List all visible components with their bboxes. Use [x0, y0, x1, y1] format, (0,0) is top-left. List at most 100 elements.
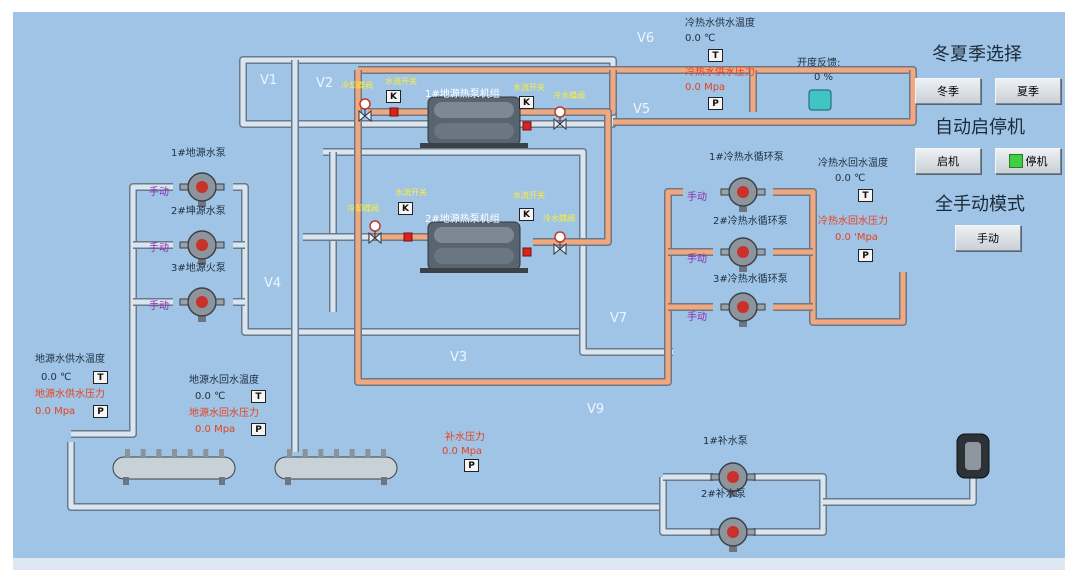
makeup-pump-2-icon	[710, 517, 756, 552]
circ-pump-1-icon-base	[739, 204, 747, 212]
pipe-makeup-lower	[660, 477, 713, 535]
ground-pump-1-icon-base	[198, 199, 206, 207]
pipe-makeup-tank-outline	[823, 472, 977, 506]
circ-pump-2-mode: 手动	[687, 254, 707, 265]
chiller-2-valve-left-icon	[368, 220, 382, 245]
chw-supply-press-sensor[interactable]: P	[708, 97, 723, 110]
start-button[interactable]: 启机	[915, 148, 981, 174]
stop-button[interactable]: 停机	[995, 148, 1061, 174]
chiller-1-flow-sensor-left[interactable]: K	[386, 90, 401, 103]
pipe-label-v5: V5	[633, 102, 651, 117]
chw-return-press-label: 冷热水回水压力	[818, 216, 888, 227]
makeup-press-sensor[interactable]: P	[464, 459, 479, 472]
ground-supply-header-icon-leg-right	[219, 477, 225, 485]
chiller-2-valve-left-label: 冷却蝶阀	[347, 204, 379, 213]
makeup-pump-2-label: 2#补水泵	[701, 489, 746, 500]
season-select-title: 冬夏季选择	[932, 44, 1022, 65]
gw-supply-press-sensor[interactable]: P	[93, 405, 108, 418]
chiller-2-flow-sensor-left[interactable]: K	[398, 202, 413, 215]
summer-button[interactable]: 夏季	[995, 78, 1061, 104]
chiller-2-flow-sensor-right[interactable]: K	[519, 208, 534, 221]
ground-pump-2-icon	[179, 230, 225, 265]
chiller-2-unit	[420, 221, 528, 273]
ground-pump-3-icon-inlet	[179, 298, 189, 306]
circ-pump-3-icon-inlet	[720, 303, 730, 311]
ground-return-header-icon-body	[274, 456, 398, 480]
pipe-v5-link	[533, 109, 611, 245]
pipe-label-v1: V1	[260, 73, 278, 88]
makeup-pump-2-icon-inlet	[710, 528, 720, 536]
gw-return-press-sensor[interactable]: P	[251, 423, 266, 436]
chiller-1-valve-left-icon-actuator	[359, 98, 371, 110]
ground-return-header-icon-nozzle-0	[287, 449, 292, 457]
chiller-1-flow-sensor-right[interactable]: K	[519, 96, 534, 109]
chiller-2-unit-drum-lower	[434, 248, 514, 264]
pipe-label-v9: V9	[587, 402, 605, 417]
ground-pump-3-icon-base	[198, 314, 206, 322]
ground-return-header-icon-nozzle-6	[381, 449, 386, 457]
chiller-1-unit	[420, 96, 528, 148]
gw-return-temp-sensor[interactable]: T	[251, 390, 266, 403]
pipe-ground-supply-header	[71, 184, 173, 437]
chiller-2-flow-switch-left-icon	[403, 232, 413, 242]
gw-supply-temp-sensor[interactable]: T	[93, 371, 108, 384]
ground-pump-1-icon-inlet	[179, 183, 189, 191]
valve-feedback-label: 开度反馈:	[797, 58, 841, 69]
circ-pump-1-mode: 手动	[687, 192, 707, 203]
chw-supply-press-value: 0.0 Mpa	[685, 82, 726, 93]
ground-return-header-icon-nozzle-1	[302, 449, 308, 457]
ground-pump-3-mode: 手动	[149, 301, 169, 312]
chiller-1-valve-left-label: 冷却蝶阀	[341, 81, 373, 90]
chiller-1-unit-drum	[434, 102, 514, 118]
chiller-1-flow-switch-right-icon	[522, 121, 532, 131]
circ-pump-2-icon-outlet	[756, 248, 766, 256]
manual-mode-title: 全手动模式	[935, 194, 1025, 215]
ground-supply-header-icon-nozzle-4	[187, 449, 193, 457]
chw-return-temp-value: 0.0 ℃	[835, 173, 866, 184]
chiller-1-label: 1#地源热泵机组	[425, 89, 500, 100]
makeup-pump-1-label: 1#补水泵	[703, 436, 748, 447]
ground-return-header-icon	[274, 449, 398, 485]
pipe-label-v4: V4	[264, 276, 282, 291]
gw-return-press-value: 0.0 Mpa	[195, 424, 236, 435]
circ-pump-3-icon-outlet	[756, 303, 766, 311]
ground-pump-1-mode: 手动	[149, 187, 169, 198]
circ-pump-2-icon-inlet	[720, 248, 730, 256]
chw-return-temp-sensor[interactable]: T	[858, 189, 873, 202]
ground-return-header-icon-leg-left	[285, 477, 291, 485]
ground-return-header-icon-leg-right	[381, 477, 387, 485]
chiller-2-valve-right-icon	[553, 231, 567, 256]
circ-pump-2-icon	[720, 237, 766, 272]
chiller-2-valve-right-icon-actuator	[554, 231, 566, 243]
chw-return-press-sensor[interactable]: P	[858, 249, 873, 262]
gw-supply-temp-value: 0.0 ℃	[41, 372, 72, 383]
pipe-ground-discharge	[233, 184, 673, 355]
circ-pump-1-label: 1#冷热水循环泵	[709, 152, 784, 163]
manual-mode-button[interactable]: 手动	[955, 225, 1021, 251]
ground-pump-2-mode: 手动	[149, 243, 169, 254]
piping-diagram	[67, 56, 990, 552]
chw-supply-temp-sensor[interactable]: T	[708, 49, 723, 62]
circ-pump-2-label: 2#冷热水循环泵	[713, 216, 788, 227]
ground-pump-1-label: 1#地源水泵	[171, 148, 226, 159]
chiller-1-unit-skid	[420, 143, 528, 148]
chiller-2-unit-drum	[434, 227, 514, 243]
ground-supply-header-icon-nozzle-5	[203, 449, 209, 457]
chw-return-press-value: 0.0 'Mpa	[835, 232, 878, 243]
circ-pump-3-mode: 手动	[687, 312, 707, 323]
chw-return-temp-label: 冷热水回水温度	[818, 158, 888, 169]
makeup-pump-1-icon-motor	[727, 471, 739, 483]
winter-button[interactable]: 冬季	[915, 78, 981, 104]
chw-supply-press-label: 冷热水供水压力	[685, 67, 755, 78]
circ-pump-1-icon	[720, 177, 766, 212]
pipe-label-v7: V7	[610, 311, 628, 326]
circ-pump-2-icon-motor	[737, 246, 749, 258]
valve-feedback-value: 0 %	[814, 72, 834, 83]
chiller-1-valve-right-icon-actuator	[554, 106, 566, 118]
gw-return-press-label: 地源水回水压力	[189, 408, 259, 419]
pipe-return-header	[773, 189, 906, 325]
chw-supply-temp-label: 冷热水供水温度	[685, 18, 755, 29]
circ-pump-3-icon	[720, 292, 766, 327]
circ-pump-2-icon-base	[739, 264, 747, 272]
circ-pump-3-label: 3#冷热水循环泵	[713, 274, 788, 285]
